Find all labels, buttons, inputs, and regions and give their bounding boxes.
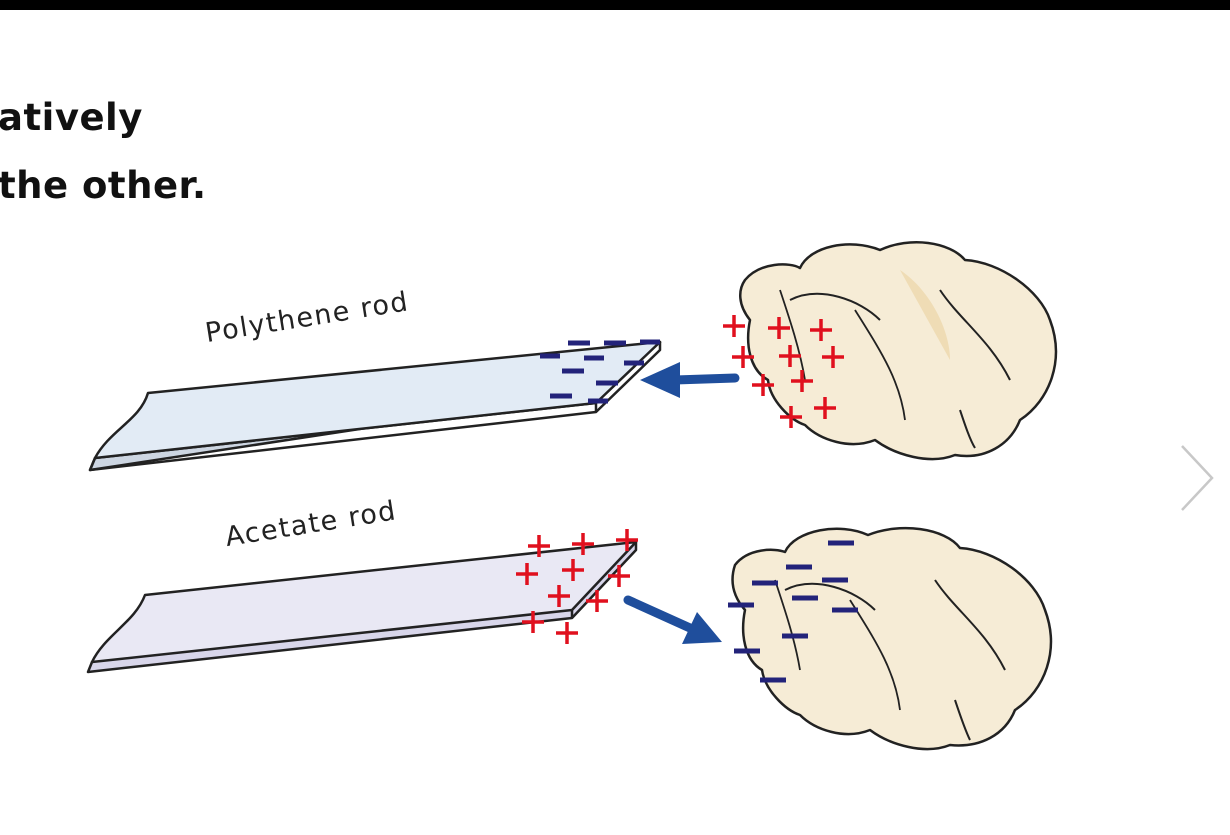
heading-line-1: atively <box>0 96 143 139</box>
cloth-top <box>739 241 1058 461</box>
next-slide-button[interactable] <box>1172 440 1220 520</box>
chevron-right-icon <box>1181 445 1214 511</box>
heading-line-2: the other. <box>0 164 207 207</box>
positive-charges-cloth-top <box>723 315 844 428</box>
cloth-bottom <box>731 526 1053 751</box>
polythene-rod <box>88 340 662 472</box>
acetate-rod <box>86 540 638 674</box>
negative-charges-cloth-bottom <box>728 540 858 683</box>
arrow-right-icon <box>623 595 722 644</box>
positive-charges-acetate <box>516 529 638 644</box>
negative-charges-polythene <box>540 339 660 404</box>
top-bar <box>0 0 1230 10</box>
arrow-left-icon <box>640 362 740 398</box>
